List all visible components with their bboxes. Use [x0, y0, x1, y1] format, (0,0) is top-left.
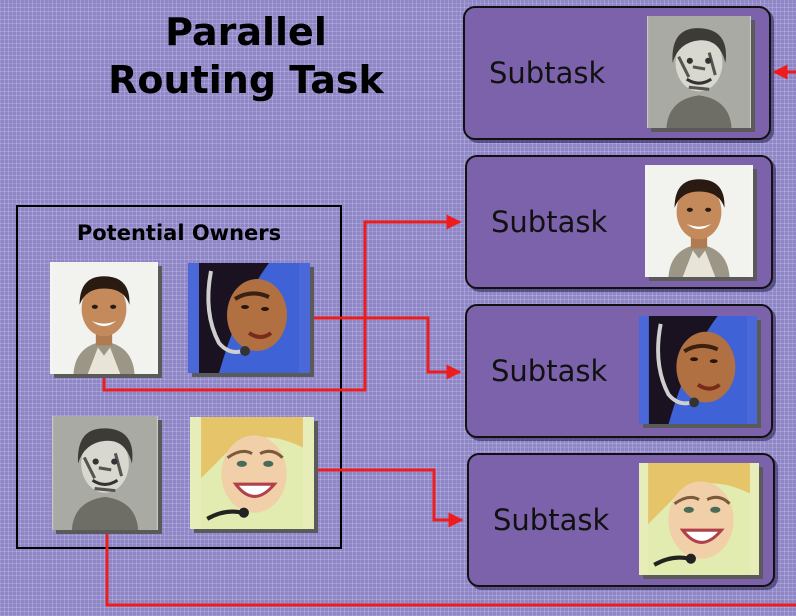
- subtask-label-4: Subtask: [493, 503, 610, 537]
- man-sketch-photo-icon: [647, 16, 751, 128]
- subtask-label-2: Subtask: [491, 205, 608, 239]
- man-smiling-photo-icon: [648, 165, 750, 277]
- owner-photo-man-sketch: [52, 416, 158, 530]
- man-smiling-photo-icon: [53, 262, 155, 374]
- owner-photo-man: [50, 262, 158, 374]
- diagram-title: Parallel Routing Task: [86, 8, 406, 104]
- woman-headset-photo-icon: [639, 316, 757, 424]
- subtask-photo-1: [647, 16, 751, 128]
- subtask-box-3: Subtask: [465, 304, 773, 438]
- woman-headset-photo-icon: [188, 263, 310, 373]
- title-line-1: Parallel: [165, 10, 327, 54]
- subtask-label-3: Subtask: [491, 354, 608, 388]
- man-sketch-photo-icon: [52, 416, 158, 530]
- title-line-2: Routing Task: [108, 58, 384, 102]
- subtask-box-4: Subtask: [467, 453, 775, 587]
- owner-photo-woman-smiling: [190, 417, 314, 529]
- woman-smiling-headset-photo-icon: [639, 463, 759, 575]
- subtask-box-1: Subtask: [463, 6, 771, 140]
- owner-photo-woman-headset: [188, 263, 310, 373]
- subtask-photo-3: [639, 316, 757, 424]
- subtask-label-1: Subtask: [489, 56, 606, 90]
- woman-smiling-headset-photo-icon: [190, 417, 314, 529]
- subtask-photo-2: [645, 165, 753, 277]
- subtask-photo-4: [639, 463, 759, 575]
- subtask-box-2: Subtask: [465, 155, 773, 289]
- potential-owners-label: Potential Owners: [76, 221, 282, 245]
